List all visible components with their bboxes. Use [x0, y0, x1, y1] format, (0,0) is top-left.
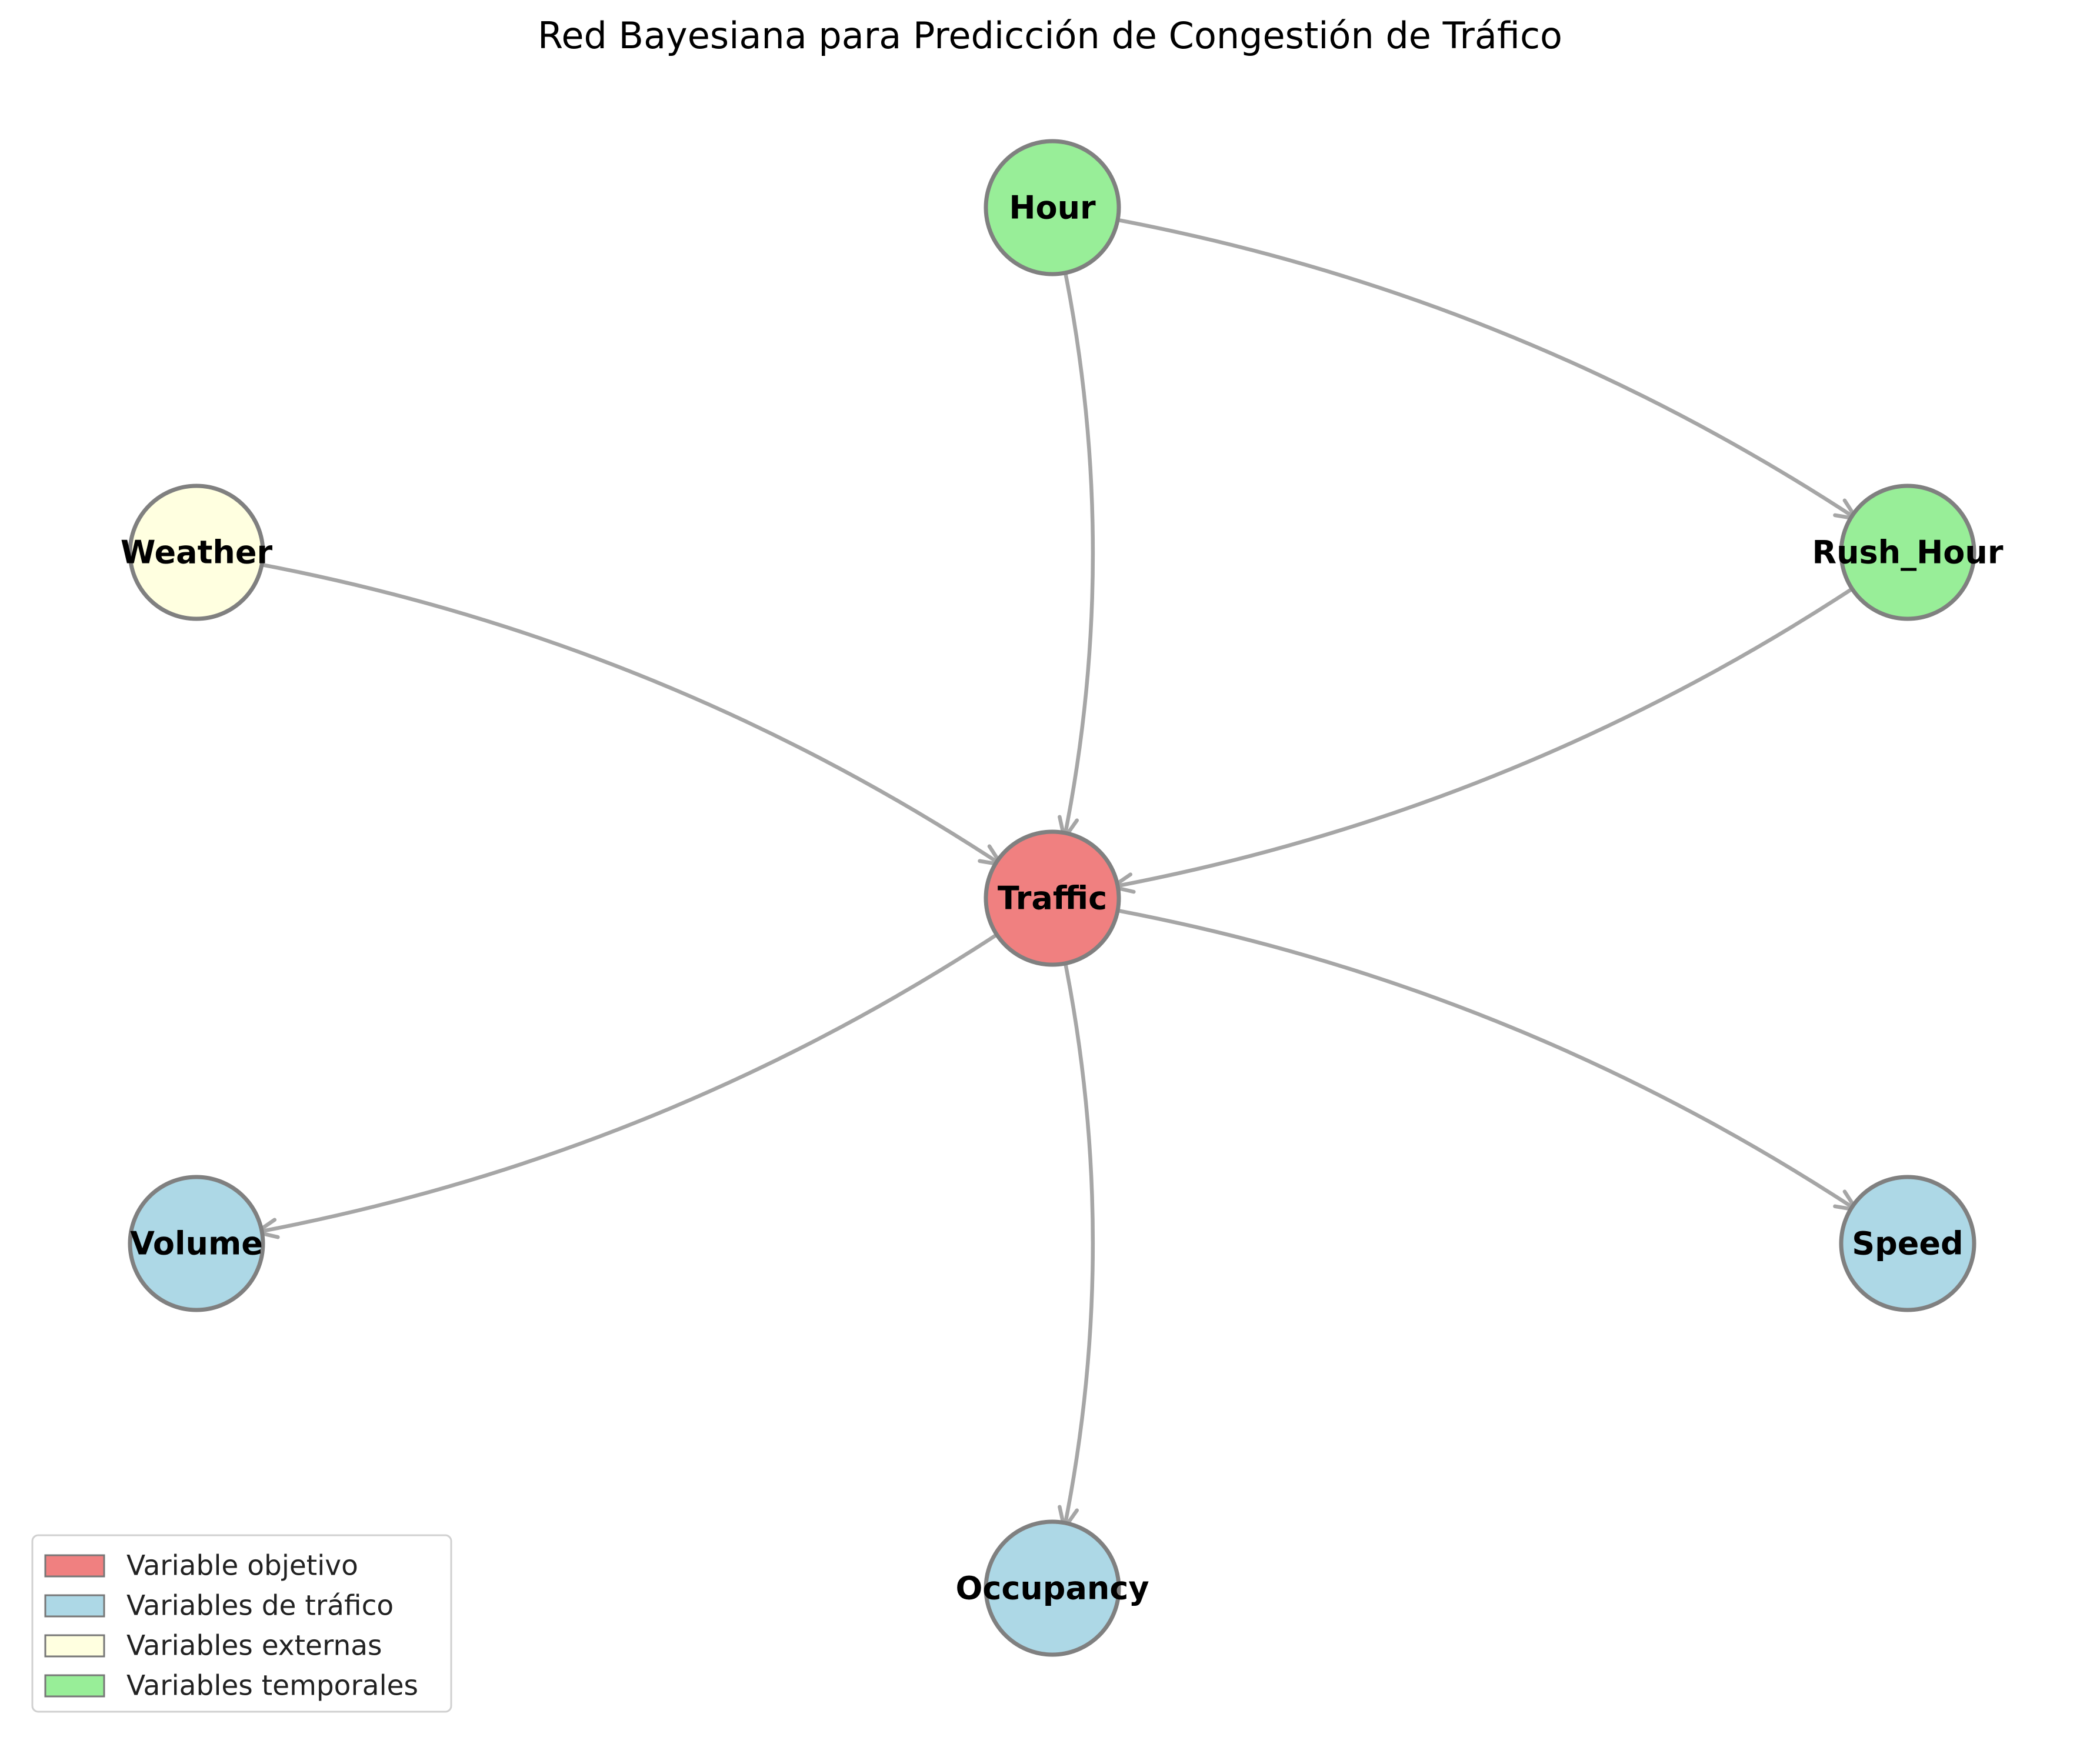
- legend-label-objetivo: Variable objetivo: [126, 1550, 358, 1582]
- node-circle-speed: [1839, 1175, 1976, 1312]
- node-weather: Weather: [121, 484, 273, 621]
- edge-hour-to-traffic: [1062, 265, 1095, 841]
- node-circle-volume: [128, 1175, 265, 1312]
- diagram-title: Red Bayesiana para Predicción de Congest…: [538, 14, 1562, 57]
- node-label-hour: Hour: [1009, 189, 1096, 226]
- node-circle-rush-hour: [1839, 484, 1976, 621]
- node-label-volume: Volume: [130, 1225, 263, 1262]
- node-hour: Hour: [984, 139, 1121, 276]
- legend-frame: [31, 1534, 452, 1713]
- legend-swatch-externa: [44, 1634, 105, 1658]
- legend-swatch-temporal: [44, 1674, 105, 1698]
- edge-weather-to-traffic: [254, 562, 1004, 867]
- node-traffic: Traffic: [984, 829, 1121, 967]
- legend-label-externa: Variables externas: [126, 1630, 382, 1662]
- node-circle-traffic: [984, 829, 1121, 967]
- node-label-rush-hour: Rush_Hour: [1812, 534, 2004, 571]
- legend-swatch-objetivo: [44, 1554, 105, 1578]
- node-label-occupancy: Occupancy: [955, 1570, 1149, 1607]
- edge-hour-to-rush-hour: [1110, 216, 1859, 521]
- node-speed: Speed: [1839, 1175, 1976, 1312]
- node-label-speed: Speed: [1852, 1225, 1963, 1262]
- legend-label-trafico: Variables de tráfico: [126, 1590, 394, 1622]
- node-occupancy: Occupancy: [955, 1519, 1149, 1657]
- node-circle-occupancy: [984, 1519, 1121, 1657]
- edge-traffic-to-speed: [1110, 908, 1859, 1212]
- node-rush-hour: Rush_Hour: [1812, 484, 2004, 621]
- edge-traffic-to-volume: [254, 929, 1004, 1235]
- legend-label-temporal: Variables temporales: [126, 1670, 418, 1702]
- edge-traffic-to-occupancy: [1062, 956, 1095, 1531]
- edge-rush-hour-to-traffic: [1110, 584, 1859, 889]
- node-volume: Volume: [128, 1175, 265, 1312]
- node-circle-weather: [128, 484, 265, 621]
- node-circle-hour: [984, 139, 1121, 276]
- node-label-weather: Weather: [121, 534, 273, 571]
- legend-swatch-trafico: [44, 1594, 105, 1618]
- node-label-traffic: Traffic: [998, 880, 1107, 917]
